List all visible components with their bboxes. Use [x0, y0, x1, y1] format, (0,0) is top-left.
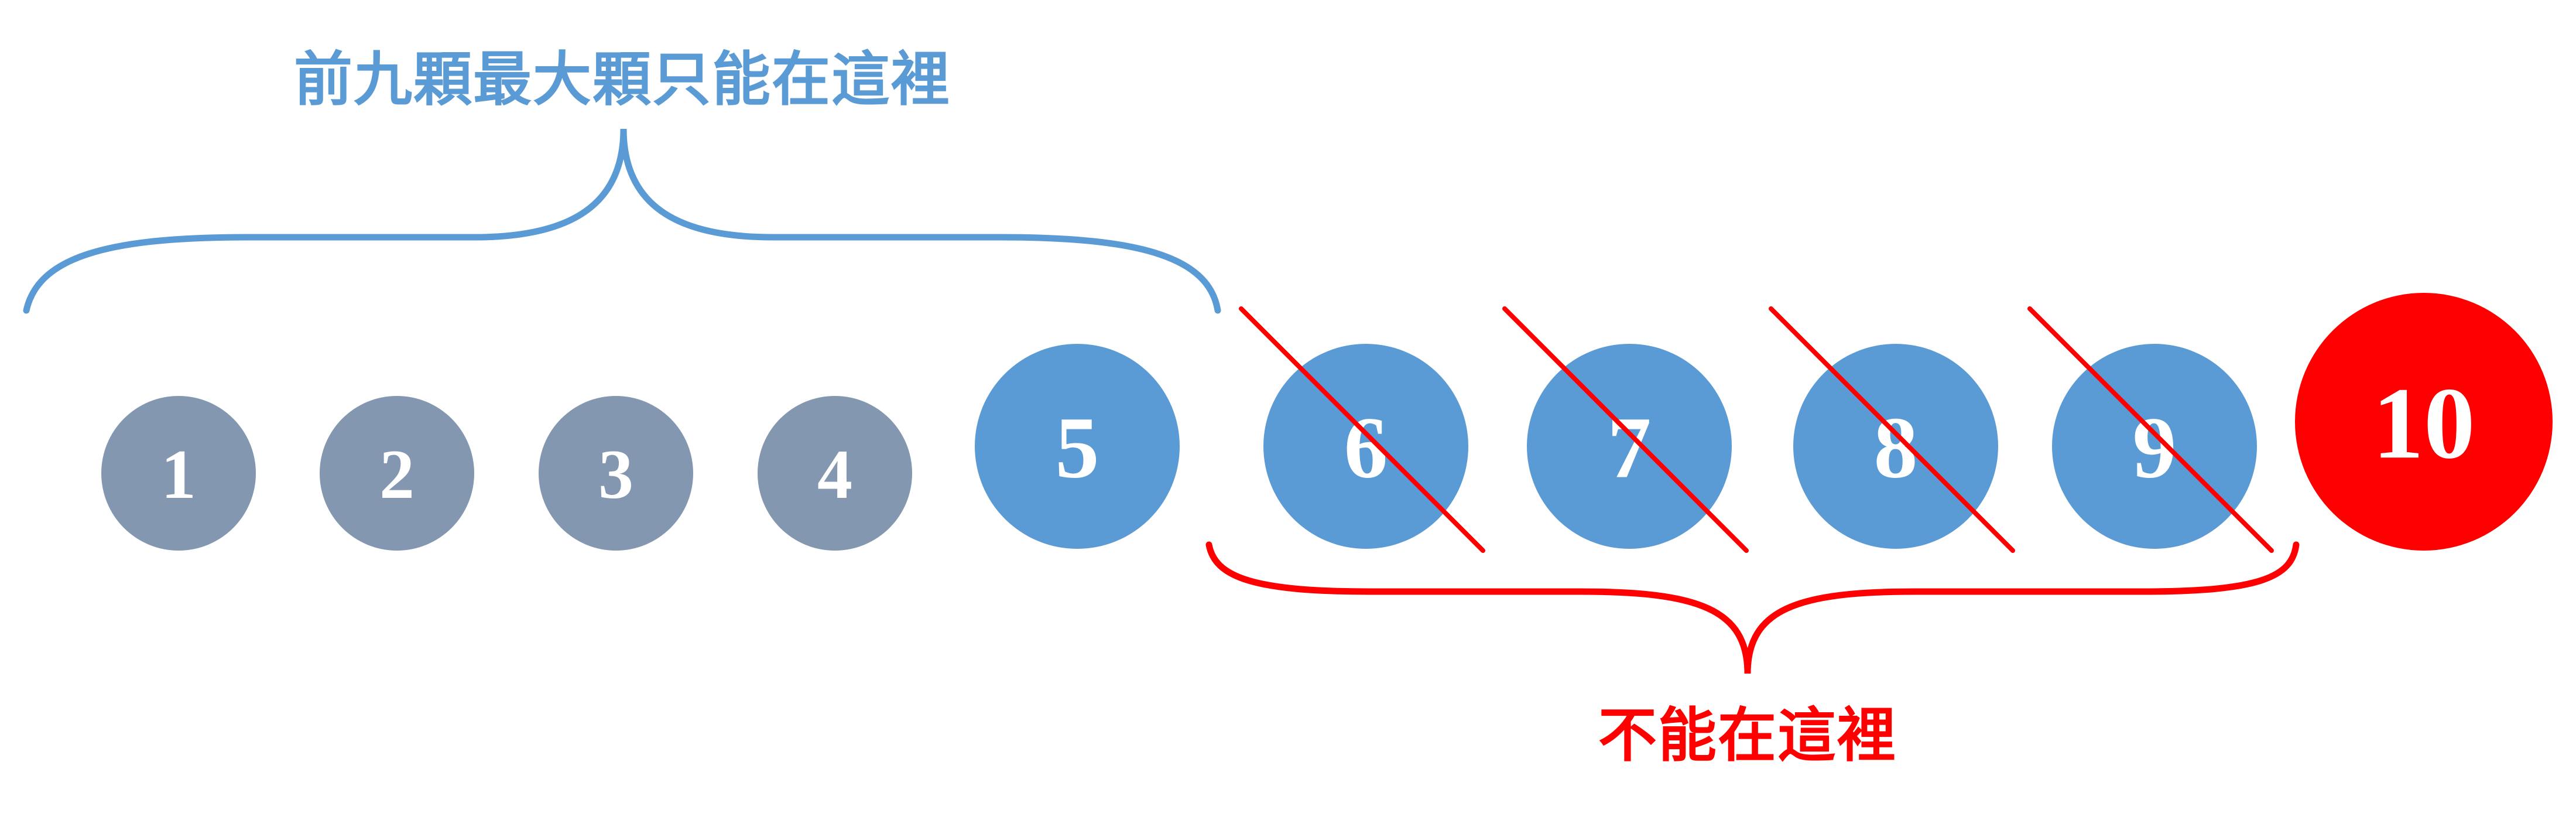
ball-8: 8	[1793, 344, 1998, 549]
ball-7: 7	[1527, 344, 1732, 549]
top-brace	[23, 128, 1221, 314]
ball-6: 6	[1263, 344, 1468, 549]
top-caption: 前九顆最大顆只能在這裡	[294, 47, 951, 112]
ball-number: 2	[379, 435, 415, 513]
ball-1: 1	[101, 396, 256, 551]
ball-circle	[101, 396, 256, 551]
bottom-caption: 不能在這裡	[1598, 703, 1897, 768]
ball-circle	[975, 344, 1180, 549]
bottom-brace	[1205, 541, 2300, 674]
strike-lines	[1239, 306, 2274, 553]
strike-line-9	[2027, 306, 2274, 553]
ball-circle	[1263, 344, 1468, 549]
strike-line-7	[1502, 306, 1749, 553]
ball-circle	[320, 396, 474, 551]
ball-number: 10	[2373, 366, 2475, 480]
ball-circle	[1527, 344, 1732, 549]
ball-number: 3	[598, 435, 633, 513]
ball-3: 3	[539, 396, 693, 551]
ball-9: 9	[2052, 344, 2257, 549]
ball-circle	[1793, 344, 1998, 549]
ball-number: 4	[817, 435, 852, 513]
ball-4: 4	[758, 396, 912, 551]
ball-circle	[2052, 344, 2257, 549]
ball-number: 1	[161, 435, 196, 513]
ball-5: 5	[975, 344, 1180, 549]
ball-circle	[539, 396, 693, 551]
ball-number: 5	[1056, 399, 1099, 497]
ball-10: 10	[2295, 293, 2553, 551]
ball-2: 2	[320, 396, 474, 551]
strike-line-6	[1239, 306, 1485, 553]
ball-circle	[2295, 293, 2553, 551]
strike-line-8	[1769, 306, 2015, 553]
ball-circle	[758, 396, 912, 551]
